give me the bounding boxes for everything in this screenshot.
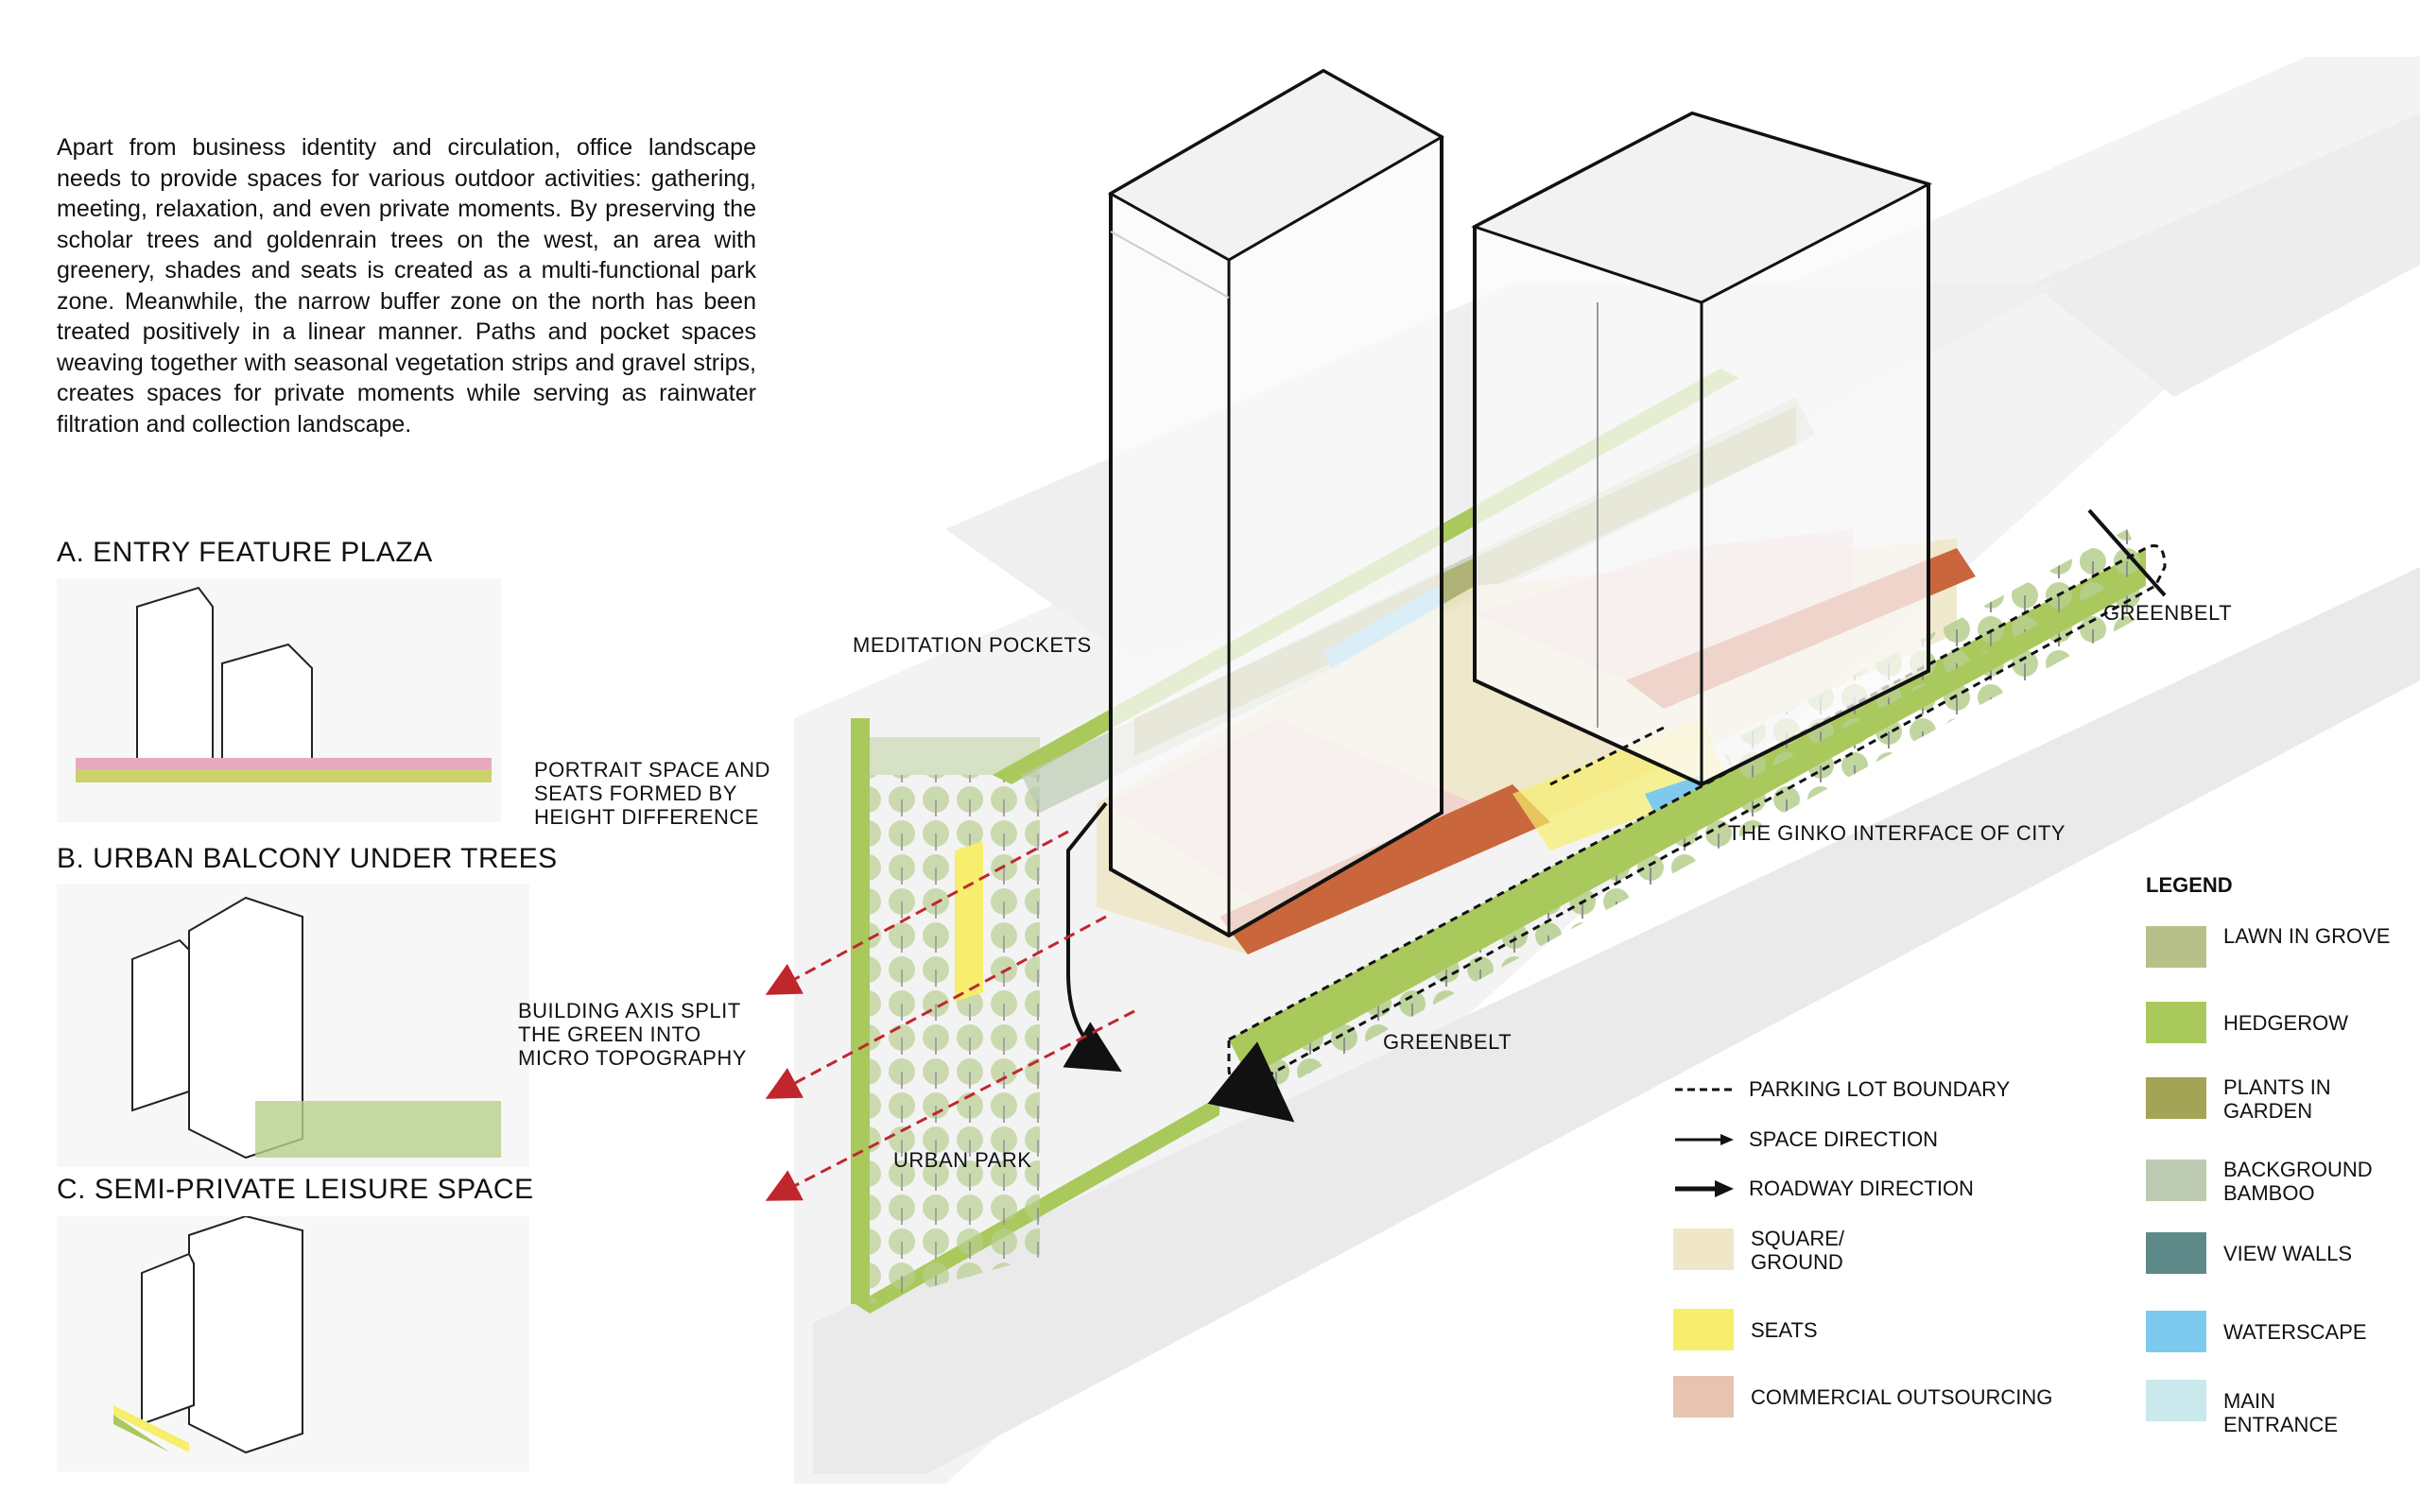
axis-arrows — [765, 830, 1135, 1201]
key-square-label: SQUARE/ GROUND — [1751, 1227, 1845, 1274]
entry-plaza-thumbnail — [57, 578, 501, 822]
legend-item: LAWN IN GROVE — [2146, 924, 2394, 968]
square-swatch — [1673, 1228, 1734, 1270]
tower-east — [1471, 111, 1932, 787]
urban-park-strip — [851, 718, 1219, 1314]
key-parking-lot-boundary: PARKING LOT BOUNDARY — [1673, 1077, 2010, 1101]
key-roadway-direction: ROADWAY DIRECTION — [1673, 1177, 1974, 1200]
key-space-direction: SPACE DIRECTION — [1673, 1127, 1938, 1151]
legend-item: MAIN ENTRANCE — [2146, 1380, 2394, 1436]
key-square-ground: SQUARE/ GROUND — [1673, 1227, 1883, 1274]
dashed-line-icon — [1675, 1088, 1734, 1091]
legend-item: WATERSCAPE — [2146, 1311, 2394, 1352]
leisure-space-thumbnail — [57, 1216, 529, 1471]
meditation-pockets-label: MEDITATION POCKETS — [853, 633, 1092, 657]
greenbelt-north-label: GREENBELT — [2103, 601, 2233, 625]
section-b-title: B. URBAN BALCONY UNDER TREES — [57, 843, 558, 874]
legend-label: WATERSCAPE — [2223, 1320, 2367, 1344]
legend-label: MAIN ENTRANCE — [2223, 1389, 2339, 1436]
waterscape-swatch — [2146, 1311, 2206, 1352]
key-commercial: COMMERCIAL OUTSOURCING — [1673, 1376, 2052, 1418]
main-entrance-swatch — [2146, 1380, 2206, 1421]
urban-balcony-thumbnail — [57, 884, 529, 1167]
legend-label: BACKGROUND BAMBOO — [2223, 1158, 2373, 1205]
legend-label: LAWN IN GROVE — [2223, 924, 2391, 948]
section-a-title: A. ENTRY FEATURE PLAZA — [57, 537, 433, 568]
section-c-title: C. SEMI-PRIVATE LEISURE SPACE — [57, 1174, 534, 1205]
view-walls-swatch — [2146, 1232, 2206, 1274]
commercial-swatch — [1673, 1376, 1734, 1418]
hedgerow-swatch — [2146, 1002, 2206, 1043]
legend-item: PLANTS IN GARDEN — [2146, 1075, 2394, 1123]
legend-label: VIEW WALLS — [2223, 1242, 2353, 1265]
thin-arrow-icon — [1675, 1133, 1734, 1145]
tower-west — [1107, 68, 1445, 938]
thick-arrow-icon — [1675, 1179, 1734, 1197]
plants-swatch — [2146, 1077, 2206, 1119]
ginko-interface-label: THE GINKO INTERFACE OF CITY — [1728, 821, 2066, 845]
legend-label: HEDGEROW — [2223, 1011, 2348, 1035]
urban-park-label: URBAN PARK — [893, 1148, 1032, 1172]
bamboo-swatch — [2146, 1160, 2206, 1201]
portrait-space-label: PORTRAIT SPACE AND SEATS FORMED BY HEIGH… — [534, 758, 770, 829]
legend-item: BACKGROUND BAMBOO — [2146, 1158, 2394, 1205]
intro-paragraph: Apart from business identity and circula… — [57, 134, 756, 438]
key-space-label: SPACE DIRECTION — [1749, 1127, 1939, 1151]
roadway-arrows — [1063, 508, 2167, 1123]
legend-label: PLANTS IN GARDEN — [2223, 1075, 2331, 1123]
legend-item: HEDGEROW — [2146, 1002, 2394, 1043]
greenbelt-south-label: GREENBELT — [1383, 1030, 1512, 1054]
key-parking-label: PARKING LOT BOUNDARY — [1749, 1077, 2011, 1101]
lawn-swatch — [2146, 926, 2206, 968]
legend-title: LEGEND — [2146, 873, 2233, 897]
seats-swatch — [1673, 1309, 1734, 1350]
key-seats: SEATS — [1673, 1309, 1818, 1350]
key-seats-label: SEATS — [1751, 1318, 1818, 1342]
key-commercial-label: COMMERCIAL OUTSOURCING — [1751, 1385, 2053, 1409]
building-axis-label: BUILDING AXIS SPLIT THE GREEN INTO MICRO… — [518, 999, 747, 1070]
key-roadway-label: ROADWAY DIRECTION — [1749, 1177, 1974, 1200]
legend-item: VIEW WALLS — [2146, 1232, 2394, 1274]
